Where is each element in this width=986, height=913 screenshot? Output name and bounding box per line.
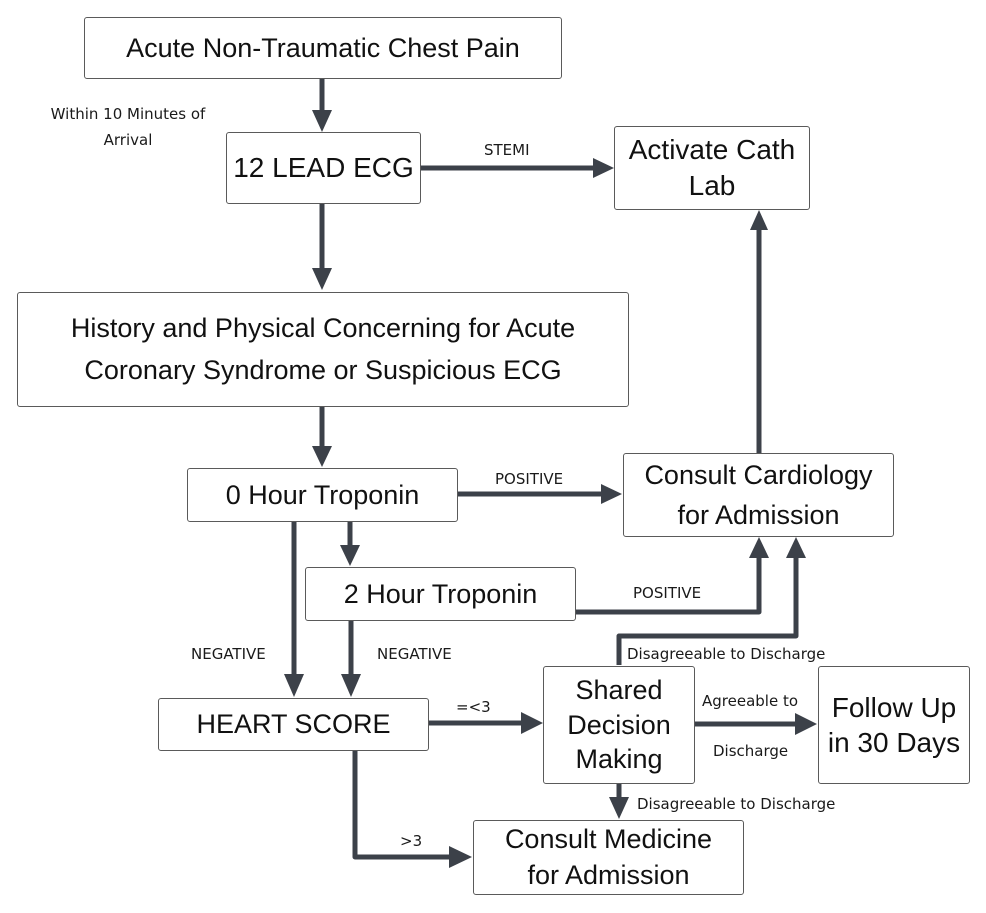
- arrowhead-icon: [601, 484, 622, 504]
- node-heart-score: HEART SCORE: [158, 698, 429, 751]
- edge-shared-to-cardiology: [616, 556, 799, 665]
- arrowhead-icon: [312, 446, 332, 467]
- node-follow-up-label: Follow Up in 30 Days: [827, 692, 961, 758]
- label-positive-2h: POSITIVE: [633, 584, 702, 602]
- node-chest-pain-label: Acute Non-Traumatic Chest Pain: [126, 32, 520, 63]
- label-le3: =<3: [456, 698, 491, 716]
- label-disagreeable-down: Disagreeable to Discharge: [637, 795, 836, 813]
- label-within-10-line2: Arrival: [103, 131, 153, 149]
- node-history-physical: History and Physical Concerning for Acut…: [17, 292, 629, 407]
- node-consult-medicine-label: Consult Medicine for Admission: [504, 824, 713, 890]
- node-2-hour-troponin-label: 2 Hour Troponin: [343, 578, 538, 609]
- label-stemi: STEMI: [484, 141, 530, 159]
- node-heart-score-label: HEART SCORE: [196, 709, 391, 739]
- node-activate-cath-lab: Activate Cath Lab: [614, 126, 810, 210]
- label-within-10-line1: Within 10 Minutes of: [50, 105, 206, 123]
- arrowhead-icon: [340, 545, 360, 566]
- arrowhead-icon: [786, 537, 806, 558]
- label-disagreeable-up: Disagreeable to Discharge: [627, 645, 826, 663]
- node-consult-cardiology: Consult Cardiology for Admission: [623, 453, 894, 537]
- node-shared-decision-making-label: Shared Decision Making: [567, 675, 671, 775]
- label-agreeable-line1: Agreeable to: [702, 692, 799, 710]
- label-within-10-minutes: Within 10 Minutes of Arrival: [28, 101, 228, 153]
- arrowhead-icon: [593, 158, 614, 178]
- label-negative-2h: NEGATIVE: [377, 645, 452, 663]
- arrowhead-icon: [312, 110, 332, 132]
- arrowhead-icon: [312, 268, 332, 290]
- label-gt3: >3: [400, 832, 423, 850]
- node-12-lead-ecg: 12 LEAD ECG: [226, 132, 421, 204]
- arrowhead-icon: [284, 674, 304, 697]
- arrowhead-icon: [750, 210, 768, 230]
- node-2-hour-troponin: 2 Hour Troponin: [305, 567, 576, 621]
- node-chest-pain: Acute Non-Traumatic Chest Pain: [84, 17, 562, 79]
- node-history-physical-label: History and Physical Concerning for Acut…: [70, 312, 576, 385]
- label-positive-0h: POSITIVE: [495, 470, 564, 488]
- label-agreeable-line2: Discharge: [713, 742, 789, 760]
- edge-heartscore-to-medicine: [352, 751, 452, 860]
- label-negative-0h: NEGATIVE: [191, 645, 266, 663]
- arrowhead-icon: [609, 797, 629, 819]
- node-0-hour-troponin-label: 0 Hour Troponin: [225, 479, 420, 510]
- arrowhead-icon: [521, 712, 543, 734]
- arrowhead-icon: [341, 674, 361, 697]
- node-activate-cath-lab-label: Activate Cath Lab: [628, 133, 796, 201]
- node-shared-decision-making: Shared Decision Making: [543, 666, 695, 784]
- arrowhead-icon: [449, 846, 472, 868]
- node-0-hour-troponin: 0 Hour Troponin: [187, 468, 458, 522]
- arrowhead-icon: [795, 713, 817, 735]
- edge-trop2-to-cardiology: [566, 556, 762, 615]
- node-12-lead-ecg-label: 12 LEAD ECG: [233, 152, 414, 183]
- node-consult-cardiology-label: Consult Cardiology for Admission: [644, 459, 873, 531]
- node-follow-up: Follow Up in 30 Days: [818, 666, 970, 784]
- node-consult-medicine: Consult Medicine for Admission: [473, 820, 744, 895]
- arrowhead-icon: [749, 537, 769, 558]
